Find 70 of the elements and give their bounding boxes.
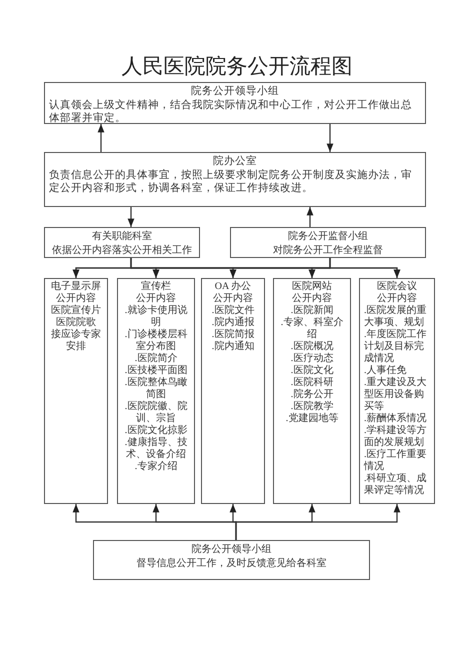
arrow bbox=[235, 504, 400, 540]
process-box bbox=[359, 278, 435, 504]
box-heading: 院务公开领导小组 bbox=[190, 543, 272, 556]
box-text: 公开内容 bbox=[135, 293, 177, 304]
box-heading: 电子显示屏 bbox=[50, 281, 102, 292]
box-heading: 院务公开领导小组 bbox=[190, 85, 280, 99]
box-text: .医疗动态 bbox=[290, 353, 334, 364]
arrow bbox=[98, 124, 104, 152]
box-text: .医院整体鸟瞰简图 bbox=[124, 377, 188, 400]
box-text: .专家介绍 bbox=[134, 461, 178, 473]
box-text: 依据公开内容落实公开相关工作 bbox=[51, 244, 193, 257]
box-text: .就诊卡使用说明 bbox=[124, 305, 188, 328]
box-heading: 医院网站 bbox=[291, 281, 333, 292]
box-heading: 院办公室 bbox=[212, 155, 258, 169]
process-box bbox=[201, 278, 265, 504]
box-text: .医技楼平面图 bbox=[124, 365, 188, 376]
arrow bbox=[128, 207, 134, 227]
box-text: .门诊楼楼层科室分布图 bbox=[124, 329, 188, 352]
box-text: .院内通报 bbox=[210, 317, 256, 328]
box-heading: 院务公开监督小组 bbox=[287, 230, 369, 244]
process-box bbox=[117, 278, 195, 504]
box-text: 公开内容 bbox=[376, 293, 418, 304]
arrow bbox=[326, 124, 334, 152]
box-text: .医院文化掠影 bbox=[124, 425, 188, 436]
box-text: 医院宣传片 bbox=[50, 305, 102, 316]
box-text: 医院院歌 bbox=[55, 317, 97, 328]
process-box bbox=[44, 82, 426, 124]
box-text: .医院科研 bbox=[290, 377, 334, 388]
box-text: .重大建设及大型医用设备购买等 bbox=[364, 377, 428, 412]
box-text: .医院发展的重大事项、规划 bbox=[364, 305, 428, 328]
process-box bbox=[230, 227, 426, 258]
box-text: .医院概况 bbox=[290, 341, 334, 352]
box-text: .医院简报 bbox=[210, 329, 256, 340]
box-text: .医院新闻 bbox=[290, 305, 334, 316]
box-heading: 宣传栏 bbox=[140, 281, 172, 292]
box-text: .薪酬体系情况 bbox=[364, 413, 428, 424]
box-text: 负责信息公开的具体事宜，按照上级要求制定院务公开制度及实施办法，审定公开内容和形式，协调各科室，保证工作持续改进。 bbox=[49, 168, 413, 196]
box-text: .专家、科室介绍 bbox=[280, 317, 344, 340]
box-text: .医院文件 bbox=[210, 305, 256, 316]
box-text: .院务公开 bbox=[290, 389, 334, 400]
box-heading: 有关职能科室 bbox=[91, 230, 153, 244]
box-text: 公开内容 bbox=[212, 293, 254, 304]
box-text: 对院务公开工作全程监督 bbox=[272, 244, 384, 257]
box-text: .科研立项、成果评定等情况 bbox=[364, 473, 428, 497]
box-text: .院内通知 bbox=[210, 341, 256, 353]
box-heading: 医院会议 bbox=[376, 281, 418, 292]
process-box bbox=[44, 278, 108, 504]
box-heading: OA 办公 bbox=[214, 281, 252, 292]
box-text: .年度医院工作计划及目标完成情况 bbox=[364, 329, 428, 364]
arrow bbox=[306, 207, 314, 227]
diagram-title: 人民医院院务公开流程图 bbox=[120, 53, 354, 80]
process-box bbox=[93, 540, 370, 580]
box-text: .党建园地等 bbox=[284, 413, 340, 425]
process-box bbox=[44, 227, 200, 258]
box-text: .医疗工作重要情况 bbox=[364, 449, 428, 472]
box-text: 认真领会上级文件精神，结合我院实际情况和中心工作，对公开工作做出总体部署并审定。 bbox=[49, 98, 413, 126]
box-text: 公开内容 bbox=[291, 293, 333, 304]
box-text: .医院院徽、院训、宗旨 bbox=[124, 401, 188, 424]
box-text: .健康指导、技术、设备介绍 bbox=[124, 437, 188, 460]
box-text: .学科建设等方面的发展规划 bbox=[364, 425, 428, 448]
box-text: .医院简介 bbox=[134, 353, 178, 364]
box-text: 公开内容 bbox=[55, 293, 97, 304]
box-text: 接应诊专家安排 bbox=[50, 329, 102, 353]
box-text: 督导信息公开工作，及时反馈意见给各科室 bbox=[136, 556, 328, 570]
arrow bbox=[329, 258, 400, 278]
box-text: .医院教学 bbox=[290, 401, 334, 412]
box-text: .医院文化 bbox=[290, 365, 334, 376]
process-box bbox=[44, 152, 426, 207]
box-text: .人事任免 bbox=[364, 365, 408, 376]
process-box bbox=[273, 278, 351, 504]
